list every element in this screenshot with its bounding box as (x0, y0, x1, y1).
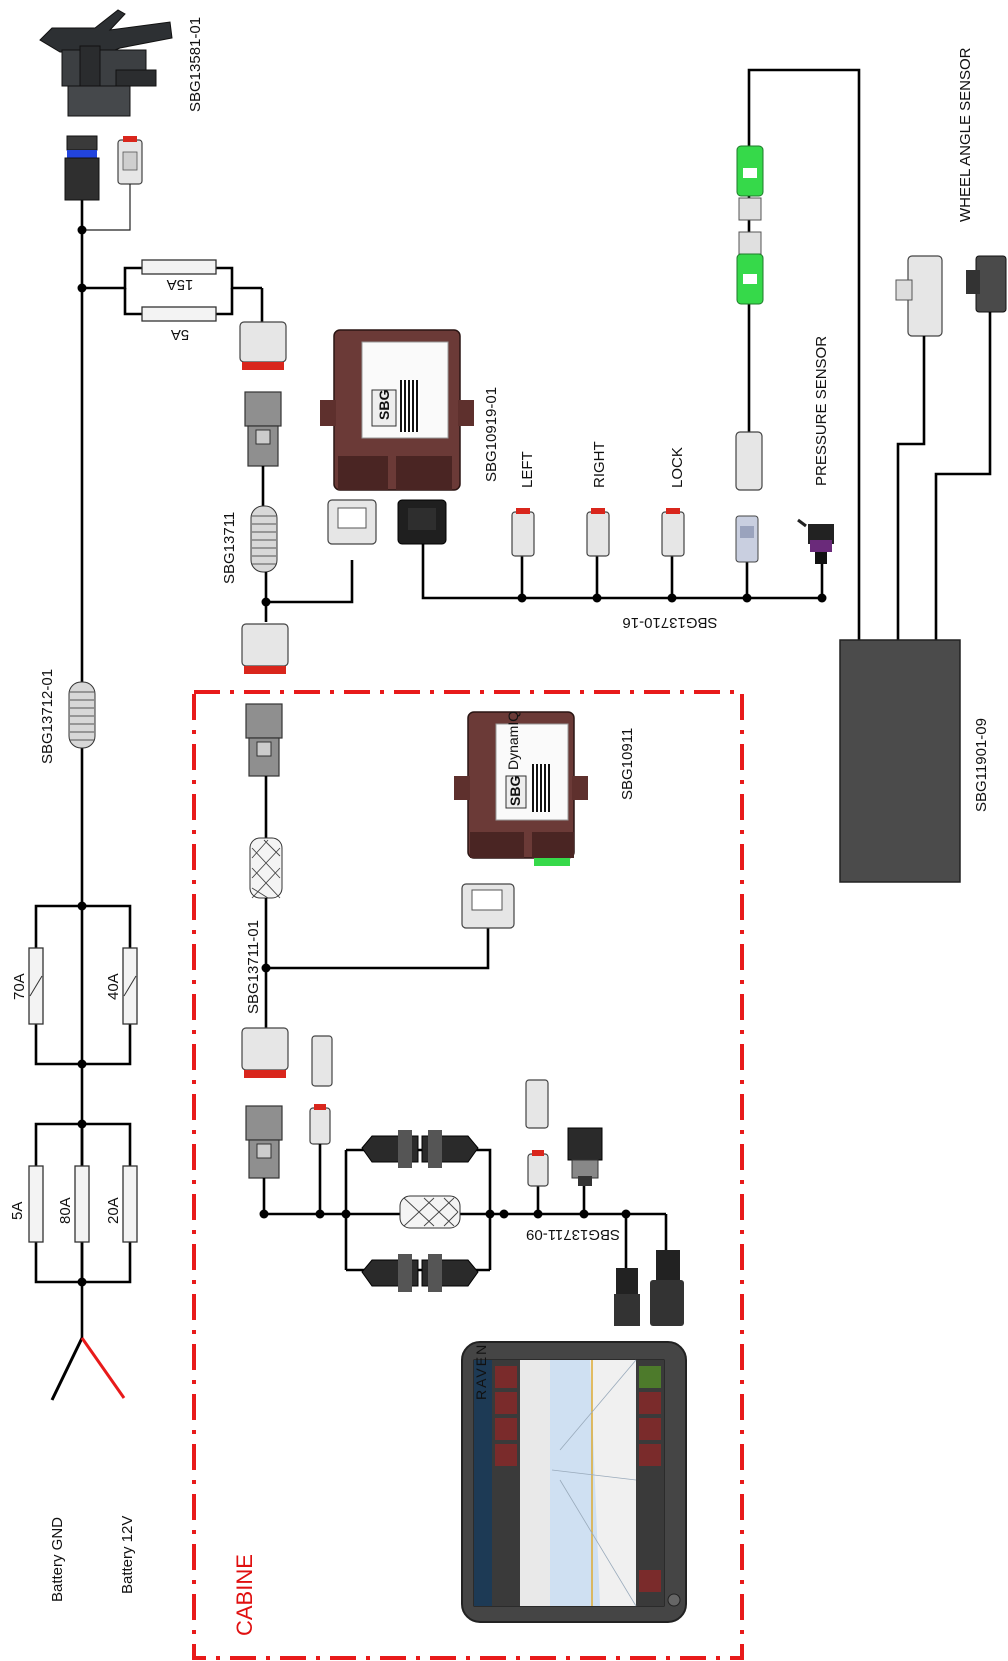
label-sbg13710-16: SBG13710-16 (622, 614, 717, 631)
label-battery-12v: Battery 12V (119, 1516, 136, 1594)
can-adapter-bottom-right (421, 1254, 479, 1292)
ecu-top-sbg-logo: SBG (376, 390, 392, 420)
ecu-sbg10919-01: SBG (320, 329, 474, 491)
label-sbg10911: SBG10911 (619, 728, 636, 800)
dt-connector-pair-cabine (241, 1027, 289, 1179)
dt-plug-small-c (525, 1079, 549, 1129)
fuse-40a-label: 40A (105, 973, 122, 1000)
battery-12v-wire (80, 1337, 126, 1399)
dt-plug-small-a (311, 1035, 333, 1087)
valve-connector-right (586, 508, 610, 557)
converter-output-plug (735, 431, 763, 491)
can-adapter-top-left (361, 1130, 419, 1168)
valve-connector-lock (661, 508, 685, 557)
ecu-top-plug-gray (327, 499, 377, 545)
dt-plug-small-b (309, 1104, 331, 1145)
cabine-boundary (192, 690, 744, 1660)
dt-plug-small-d (527, 1150, 549, 1187)
module-box-sbg11901-09 (839, 639, 961, 883)
ecu-sbg10911: SBG DynamIQ (454, 711, 588, 866)
fuse-70a-label: 70A (11, 973, 28, 1000)
cable-coil-sbg13711 (250, 505, 278, 573)
label-right: RIGHT (591, 441, 608, 488)
signal-converter-green (736, 145, 764, 305)
round-connector-b (650, 1250, 684, 1326)
can-adapter-bottom-left (361, 1254, 419, 1292)
label-sbg13711: SBG13711 (221, 512, 238, 584)
cable-mesh-sbg13711-01 (249, 837, 283, 899)
label-sbg13712-01: SBG13712-01 (39, 669, 56, 764)
fuse-15a-label: 15A (167, 276, 194, 293)
fuse-block-top: 15A 5A (77, 259, 262, 343)
battery-gnd-wire (50, 1337, 84, 1401)
serial-db9-connector (567, 1127, 603, 1186)
harness-sbg13711-09 (259, 1144, 668, 1272)
cable-mesh-harness (399, 1195, 461, 1229)
pressure-sensor (797, 518, 834, 564)
wheel-angle-sensor-plug-gray (895, 255, 943, 337)
ecu-bottom-sbg-logo: SBG (507, 776, 523, 806)
wheel-angle-sensor-plug-dark (966, 255, 1007, 313)
ecu-bottom-plug (461, 883, 515, 929)
label-sbg13711-01: SBG13711-01 (245, 920, 262, 1014)
valve-connector-left (511, 508, 535, 557)
label-pressure-sensor: PRESSURE SENSOR (813, 336, 830, 486)
label-battery-gnd: Battery GND (49, 1517, 66, 1602)
ecu-top-plug-black (397, 499, 447, 545)
battery-switch-sbg13581-01 (39, 9, 173, 117)
fuse-5a-bottom-label: 5A (9, 1202, 26, 1220)
label-wheel-angle-sensor: WHEEL ANGLE SENSOR (957, 47, 974, 222)
fuse-5a-top-label: 5A (171, 326, 189, 343)
label-left: LEFT (519, 451, 536, 488)
dt-connector-pair-upper (239, 321, 287, 467)
battery-cable-connector (64, 135, 100, 201)
label-sbg13581-01: SBG13581-01 (187, 17, 204, 112)
display-brand: RAVEN (473, 1343, 489, 1400)
label-sbg13711-09: SBG13711-09 (526, 1226, 620, 1243)
label-lock: LOCK (669, 447, 686, 488)
fuse-80a-label: 80A (57, 1197, 74, 1224)
pressure-adapter-plug (735, 515, 759, 563)
display-terminal: RAVEN (461, 1341, 687, 1623)
label-sbg10919-01: SBG10919-01 (483, 387, 500, 482)
cable-coil-sbg13712-01 (68, 681, 96, 749)
label-sbg11901-09: SBG11901-09 (973, 718, 990, 812)
dt-plug-top (117, 136, 143, 185)
ecu-bottom-dynamiq-text: DynamIQ (505, 711, 521, 770)
harness-sbg13710-16 (421, 544, 827, 603)
can-adapter-top-right (421, 1130, 479, 1168)
round-connector-a (614, 1268, 640, 1326)
dt-connector-pair-lower (241, 623, 289, 777)
fuse-20a-label: 20A (105, 1197, 122, 1224)
label-cabine: CABINE (232, 1554, 257, 1636)
fuse-block-bottom: 5A 80A 20A (9, 1119, 138, 1287)
fuse-block-middle: 70A 40A (11, 901, 138, 1069)
